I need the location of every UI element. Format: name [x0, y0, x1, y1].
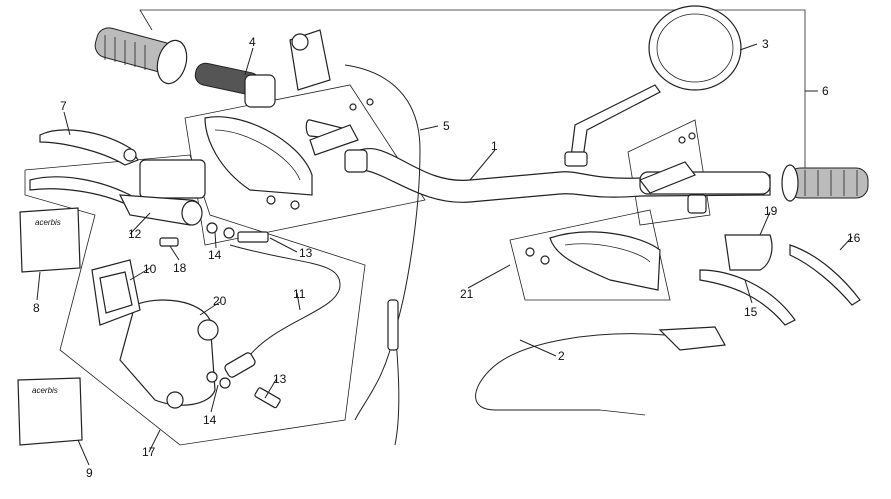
- callout-8: 8: [33, 301, 40, 315]
- callout-6: 6: [822, 84, 829, 98]
- outline-handguard-right-21: [509, 209, 671, 301]
- clutch-assembly: [699, 234, 861, 326]
- lever-left-7: [39, 129, 139, 166]
- callout-9: 9: [86, 466, 93, 480]
- outline-grips-6: [139, 9, 806, 185]
- callout-15: 15: [744, 305, 758, 319]
- callout-16: 16: [847, 231, 861, 245]
- callout-2: 2: [558, 349, 565, 363]
- callout-20: 20: [213, 294, 227, 308]
- tool-pouch-8: acerbis: [19, 207, 81, 273]
- grip-right: [781, 164, 869, 202]
- tool-pouch-9: acerbis: [17, 377, 83, 446]
- outline-handguard-left: [184, 84, 426, 246]
- cable-throttle: [344, 64, 421, 446]
- callout-17: 17: [142, 445, 156, 459]
- handguard-left: [204, 98, 374, 210]
- callout-4: 4: [249, 35, 256, 49]
- leader-lines: [36, 43, 853, 466]
- brake-caliper: [91, 259, 219, 409]
- callout-21: 21: [460, 287, 474, 301]
- callout-10: 10: [143, 262, 157, 276]
- callout-labels: 1 2 3 4 5 6 7 8 9 10 11 12 13 13 14 14 1…: [33, 35, 861, 480]
- handlebar: [305, 119, 771, 203]
- brake-hose: [224, 244, 341, 378]
- callout-7: 7: [60, 99, 67, 113]
- callout-5: 5: [443, 119, 450, 133]
- callout-19: 19: [764, 204, 778, 218]
- callout-12: 12: [128, 227, 142, 241]
- mount-right: [639, 132, 707, 214]
- callout-1: 1: [491, 139, 498, 153]
- callout-14b: 14: [203, 413, 217, 427]
- master-cylinder-12: [29, 159, 206, 226]
- fasteners: [159, 222, 281, 409]
- throttle-assembly: [194, 29, 331, 108]
- callout-13a: 13: [299, 246, 313, 260]
- svg-text:acerbis: acerbis: [35, 218, 61, 227]
- callout-11: 11: [293, 287, 306, 301]
- handguard-right: [525, 231, 661, 291]
- callout-3: 3: [762, 37, 769, 51]
- cable-clutch: [475, 326, 726, 416]
- outline-mount-right: [627, 119, 711, 226]
- callout-18: 18: [173, 261, 187, 275]
- mirror: [564, 5, 742, 167]
- callout-13b: 13: [273, 372, 287, 386]
- svg-text:acerbis: acerbis: [32, 386, 58, 395]
- callout-14a: 14: [208, 248, 222, 262]
- grip-left: [94, 27, 188, 85]
